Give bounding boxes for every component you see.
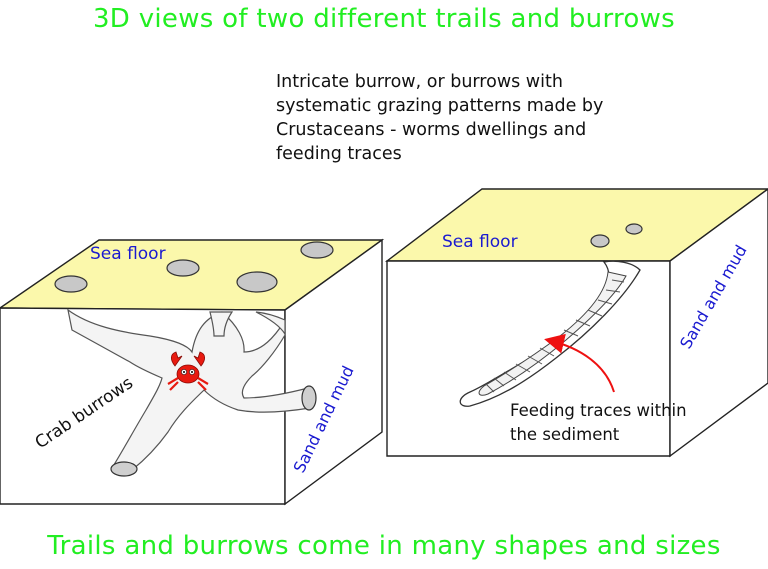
feeding-traces-annotation-line1: Feeding traces within [510, 401, 687, 420]
left-sea-floor-label: Sea floor [90, 244, 166, 264]
feeding-traces-annotation-line2: the sediment [510, 425, 620, 444]
left-sediment-block: Sea floor Sand and mud Crab burrows [0, 238, 385, 506]
right-sea-floor-label: Sea floor [442, 232, 518, 252]
seafloor-hole [54, 275, 88, 293]
seafloor-hole [236, 271, 278, 293]
diagram-footer-caption: Trails and burrows come in many shapes a… [47, 531, 721, 561]
right-sediment-block: Sea floor Sand and mud Feeding traces wi… [384, 188, 768, 458]
crab-icon [167, 351, 209, 391]
seafloor-hole [590, 234, 610, 248]
diagram-title: 3D views of two different trails and bur… [92, 4, 676, 34]
burrow-description-note: Intricate burrow, or burrows with system… [276, 72, 604, 164]
feeding-trace-tube [459, 260, 641, 407]
seafloor-hole [166, 259, 200, 277]
burrow-opening-side [301, 385, 317, 411]
seafloor-hole [625, 223, 643, 235]
right-block-side-face [669, 188, 768, 458]
feeding-trace-arrow [544, 333, 615, 393]
seafloor-hole [300, 241, 334, 259]
left-block-side-face [284, 238, 383, 506]
crab-burrow-network [67, 308, 311, 471]
burrow-opening-bottom [110, 461, 138, 477]
